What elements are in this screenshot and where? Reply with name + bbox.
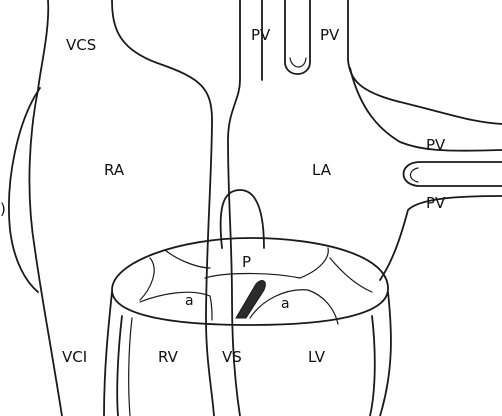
left-ventricle-inner-wall xyxy=(370,316,375,416)
valve-cusp-right-lower xyxy=(330,258,372,292)
label-vci: VCI xyxy=(62,348,87,366)
vcs-inner-wall xyxy=(112,0,212,120)
label-p: P xyxy=(242,253,251,271)
pv-top-tube-inner xyxy=(290,58,306,67)
label-ra: RA xyxy=(104,161,125,179)
label-edge-fragment: ) xyxy=(0,200,6,218)
left-ventricle-outer-wall xyxy=(380,292,391,416)
right-atrium-bulge xyxy=(9,88,40,292)
label-lv: LV xyxy=(308,348,326,366)
pv-right-tube-inner xyxy=(411,168,419,182)
label-vs: VS xyxy=(222,348,242,366)
valve-cusp-center xyxy=(205,274,300,279)
valve-cusp-a-right xyxy=(250,290,338,324)
pv-top-tube-left xyxy=(285,0,310,74)
label-rv: RV xyxy=(158,348,179,366)
right-ventricle-inner-wall xyxy=(117,316,122,416)
label-a-left: a xyxy=(185,293,194,309)
label-pv-right-upper: PV xyxy=(426,136,446,154)
right-atrium-outer-wall xyxy=(29,0,62,416)
label-pv-right-lower: PV xyxy=(426,194,446,212)
valve-cusp-right-upper xyxy=(300,248,328,278)
right-ventricle-outer-wall xyxy=(104,292,112,416)
dark-wedge xyxy=(236,281,265,318)
valve-cusp-left-upper xyxy=(140,258,154,300)
label-vcs: VCS xyxy=(66,36,96,54)
label-a-right: a xyxy=(281,296,290,312)
right-ventricle-inner-wall-2 xyxy=(129,318,132,416)
valve-cusp-left-mid xyxy=(165,250,210,268)
label-la: LA xyxy=(312,161,332,179)
label-pv-top-left: PV xyxy=(251,26,271,44)
label-pv-top-right: PV xyxy=(320,26,340,44)
valve-cusp-a-left xyxy=(140,292,212,320)
